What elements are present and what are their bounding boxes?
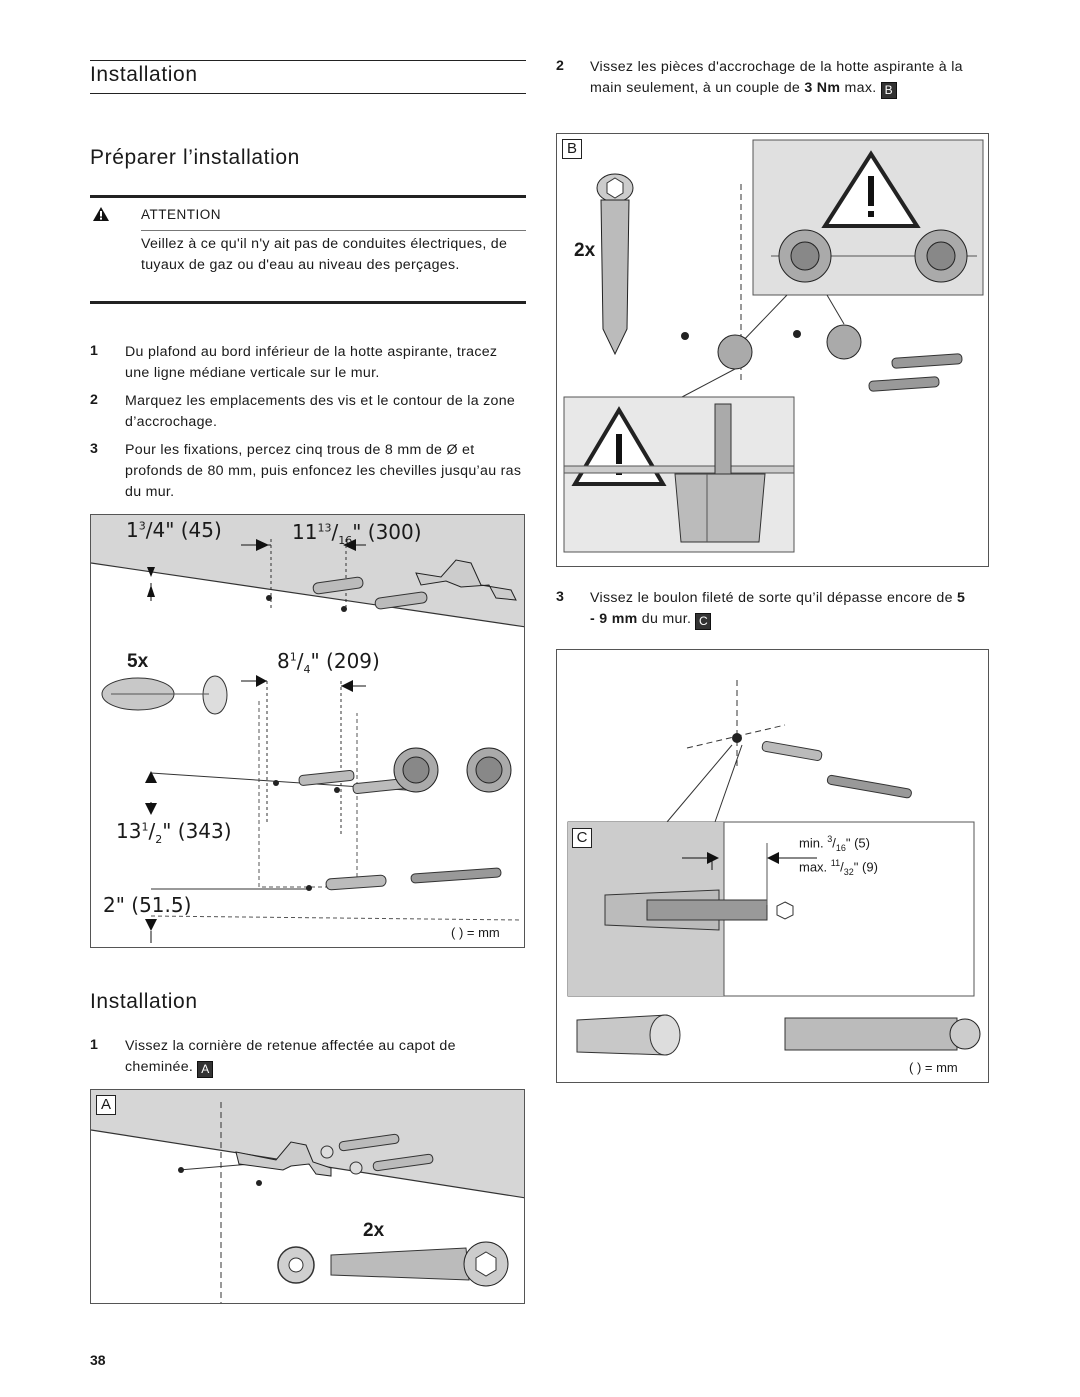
dim-300: 1113/16" (300) <box>292 520 422 547</box>
bolt-illustration <box>567 680 981 1056</box>
drilling-illustration <box>91 515 524 943</box>
hook-illustration <box>563 139 984 553</box>
drilling-template-figure: 13/4" (45) 1113/16" (300) 5x 81/4" (209)… <box>90 514 525 948</box>
anchor-count: 5x <box>127 651 149 672</box>
figure-b: B 2x <box>556 133 989 567</box>
step-text: Pour les fixations, percez cinq trous de… <box>125 442 522 500</box>
step-number: 2 <box>556 58 564 74</box>
warning-icon <box>92 206 110 227</box>
step-text: Vissez les pièces d'accrochage de la hot… <box>590 59 963 99</box>
dim-343: 131/2" (343) <box>116 819 232 846</box>
attention-label: ATTENTION <box>141 207 221 222</box>
attention-bottom-rule <box>90 301 526 304</box>
step-number: 1 <box>90 1037 98 1053</box>
figure-ref-c: C <box>695 613 712 630</box>
figure-c: C min. 3/16" (5) max. 11/32" (9) ( ) = m… <box>556 649 989 1083</box>
step-number: 3 <box>556 589 564 605</box>
min-dimension: min. 3/16" (5) <box>799 834 870 853</box>
section-title-installation: Installation <box>90 63 198 86</box>
dim-45: 13/4" (45) <box>126 518 222 542</box>
figure-ref-a: A <box>197 1061 214 1078</box>
hook-count: 2x <box>574 240 596 261</box>
figure-c-badge: C <box>572 828 592 848</box>
step-text: Vissez le boulon fileté de sorte qu’il d… <box>590 590 966 630</box>
attention-top-rule <box>90 195 526 198</box>
step-text: Du plafond au bord inférieur de la hotte… <box>125 344 498 381</box>
page-number: 38 <box>90 1352 106 1368</box>
attention-inner-rule <box>141 230 526 231</box>
step-text: Vissez la cornière de retenue affectée a… <box>125 1038 456 1078</box>
figure-ref-b: B <box>880 82 897 99</box>
attention-text: Veillez à ce qu'il n'y ait pas de condui… <box>141 236 508 273</box>
section-rule <box>90 93 526 94</box>
max-dimension: max. 11/32" (9) <box>799 858 878 877</box>
dim-209: 81/4" (209) <box>277 649 380 676</box>
step-number: 2 <box>90 392 98 408</box>
step-number: 3 <box>90 441 98 457</box>
figure-a-badge: A <box>96 1095 116 1115</box>
dim-51-5: 2" (51.5) <box>103 893 192 917</box>
top-rule-left <box>90 60 526 61</box>
figure-a: A 2x <box>90 1089 525 1304</box>
unit-note: ( ) = mm <box>451 925 500 940</box>
screw-count: 2x <box>363 1220 385 1241</box>
section-title-installation-2: Installation <box>90 990 198 1013</box>
bracket-illustration <box>91 1090 524 1303</box>
step-text: Marquez les emplacements des vis et le c… <box>125 393 516 430</box>
step-number: 1 <box>90 343 98 359</box>
subsection-title: Préparer l’installation <box>90 146 300 169</box>
figure-b-badge: B <box>562 139 582 159</box>
unit-note: ( ) = mm <box>909 1060 958 1075</box>
